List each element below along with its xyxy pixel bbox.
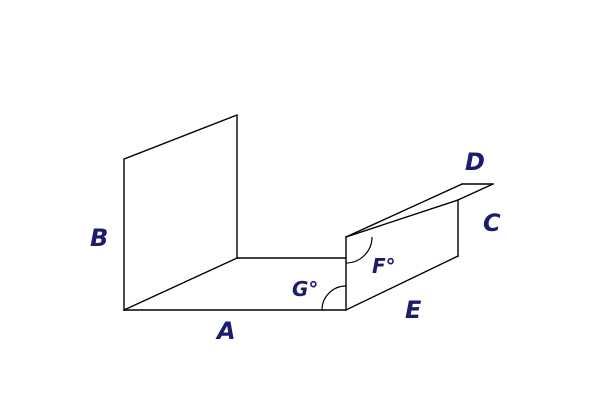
angle-f-arc — [345, 236, 373, 264]
back-panel-outline — [123, 113, 238, 311]
label-d: D — [465, 148, 485, 176]
bottom-diagonal-edge — [123, 257, 238, 311]
label-b: B — [90, 224, 108, 252]
angle-g-arc — [321, 285, 347, 311]
label-a: A — [215, 317, 236, 345]
lip-return-edge — [457, 183, 494, 201]
upstand-top-edge — [345, 199, 459, 238]
upstand-bottom-edge — [345, 255, 459, 311]
label-f-angle: F° — [372, 254, 396, 278]
lip-inner-edge — [345, 183, 463, 238]
label-g-angle: G° — [292, 277, 318, 301]
label-e: E — [405, 296, 422, 324]
label-c: C — [483, 209, 501, 237]
